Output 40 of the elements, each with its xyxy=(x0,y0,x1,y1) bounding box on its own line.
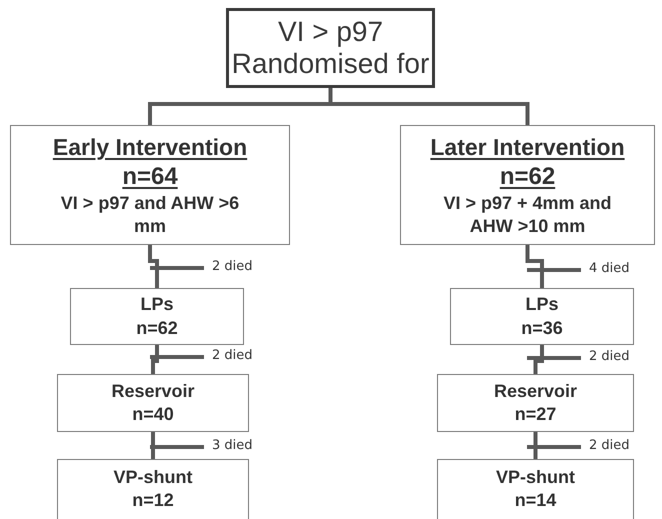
group-count: n=64 xyxy=(122,162,178,192)
connector-line xyxy=(148,245,159,288)
step-count: n=40 xyxy=(132,403,174,426)
box-text: VI > p97 Randomised for xyxy=(230,16,430,80)
group-count: n=62 xyxy=(500,162,556,192)
stage-box xyxy=(70,288,244,345)
exit-note: 4 died xyxy=(589,261,630,276)
connector-line xyxy=(526,245,544,288)
randomisation-box xyxy=(226,8,435,88)
step-name: LPs xyxy=(525,293,558,316)
criteria-text: VI > p97 and AHW >6 mm xyxy=(60,192,240,238)
connector-line xyxy=(534,345,544,374)
step-name: Reservoir xyxy=(111,380,195,403)
step-name: Reservoir xyxy=(494,380,578,403)
exit-note: 2 died xyxy=(589,349,630,364)
stage-box xyxy=(57,459,249,519)
stage-box xyxy=(450,288,634,345)
exit-note: 2 died xyxy=(589,438,630,453)
stage-box xyxy=(437,374,634,432)
group-heading: Later Intervention xyxy=(430,132,625,162)
criteria-text: VI > p97 + 4mm and AHW >10 mm xyxy=(442,192,613,238)
exit-note: 2 died xyxy=(212,348,253,363)
stage-box xyxy=(437,459,634,519)
connector-line xyxy=(534,432,538,459)
step-name: VP-shunt xyxy=(496,466,575,489)
connector-line xyxy=(151,345,159,374)
exit-note: 2 died xyxy=(212,259,253,274)
step-count: n=27 xyxy=(514,403,556,426)
group-heading: Early Intervention xyxy=(52,132,248,162)
connector-line xyxy=(151,432,155,459)
step-count: n=14 xyxy=(514,489,556,512)
step-count: n=36 xyxy=(521,316,563,340)
group-box xyxy=(400,125,655,245)
step-count: n=12 xyxy=(132,489,174,512)
step-count: n=62 xyxy=(136,316,178,340)
step-name: VP-shunt xyxy=(114,466,192,489)
stage-box xyxy=(57,374,249,432)
group-box xyxy=(10,125,290,245)
step-name: LPs xyxy=(140,293,174,316)
exit-note: 3 died xyxy=(212,438,253,453)
